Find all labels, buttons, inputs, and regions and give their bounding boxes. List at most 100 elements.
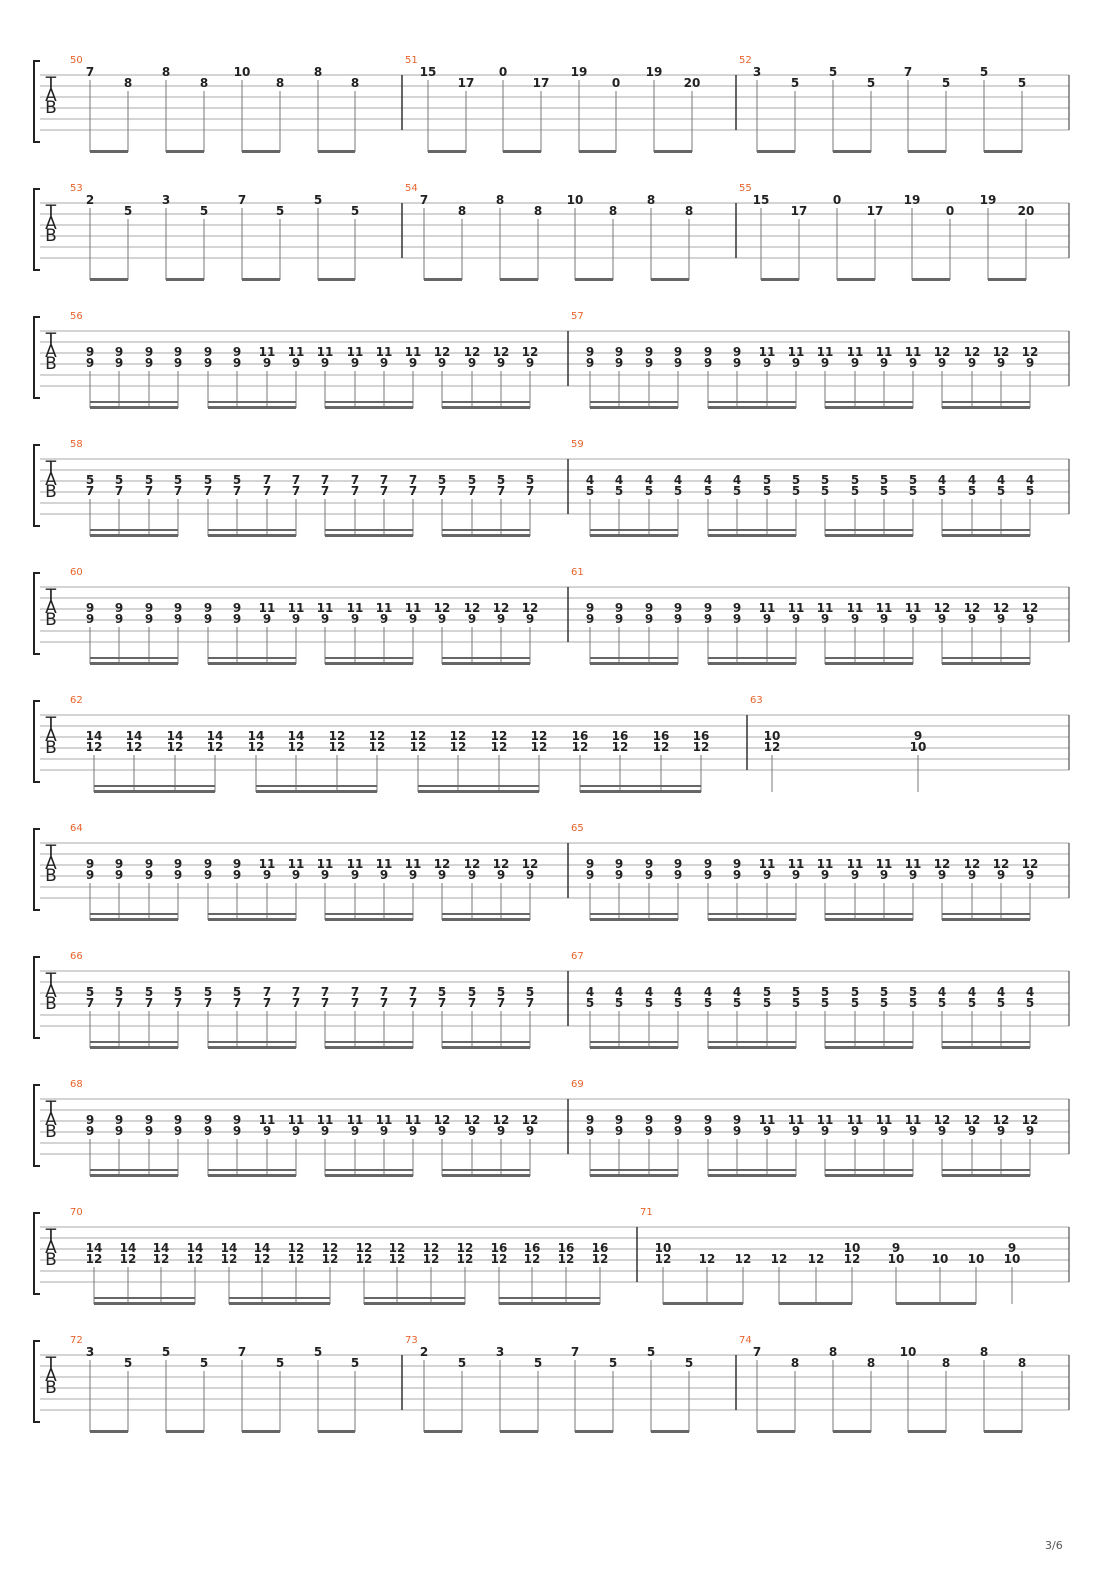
fret-number: 12 [1022, 345, 1039, 359]
fret-number: 11 [847, 1113, 864, 1127]
fret-number: 7 [420, 193, 428, 207]
fret-number: 7 [409, 473, 417, 487]
beam [590, 529, 678, 531]
measure-number: 63 [750, 695, 763, 706]
fret-number: 11 [288, 1113, 305, 1127]
fret-number: 9 [1026, 356, 1034, 370]
fret-number: 5 [124, 1356, 132, 1370]
fret-number: 12 [493, 345, 510, 359]
fret-number: 12 [322, 1241, 339, 1255]
fret-number: 19 [904, 193, 921, 207]
fret-number: 9 [1026, 868, 1034, 882]
tab-clef-letter: B [45, 738, 57, 758]
fret-number: 11 [376, 857, 393, 871]
fret-number: 7 [409, 985, 417, 999]
fret-number: 16 [491, 1241, 508, 1255]
fret-number: 5 [124, 204, 132, 218]
measure-number: 58 [70, 439, 83, 450]
fret-number: 9 [204, 1113, 212, 1127]
fret-number: 9 [351, 612, 359, 626]
fret-number: 9 [909, 612, 917, 626]
fret-number: 11 [759, 857, 776, 871]
fret-number: 9 [733, 345, 741, 359]
tab-clef-letter: T [45, 458, 57, 478]
fret-number: 5 [938, 996, 946, 1010]
fret-number: 9 [792, 868, 800, 882]
fret-number: 9 [938, 356, 946, 370]
fret-number: 7 [86, 484, 94, 498]
fret-number: 8 [942, 1356, 950, 1370]
beam [579, 150, 616, 153]
fret-number: 12 [491, 1252, 508, 1266]
fret-number: 0 [946, 204, 954, 218]
beam [825, 657, 913, 659]
fret-number: 9 [204, 612, 212, 626]
beam [825, 662, 913, 665]
fret-number: 9 [526, 868, 534, 882]
fret-number: 5 [851, 996, 859, 1010]
fret-number: 14 [221, 1241, 238, 1255]
beam [942, 1174, 1030, 1177]
fret-number: 5 [468, 985, 476, 999]
tab-clef-letter: T [45, 330, 57, 350]
fret-number: 10 [844, 1241, 861, 1255]
fret-number: 5 [468, 473, 476, 487]
tab-clef-letter: B [45, 482, 57, 502]
fret-number: 9 [733, 356, 741, 370]
beam [896, 1302, 976, 1305]
fret-number: 4 [997, 473, 1005, 487]
fret-number: 9 [115, 612, 123, 626]
measure-number: 60 [70, 567, 83, 578]
fret-number: 9 [86, 857, 94, 871]
fret-number: 9 [233, 356, 241, 370]
fret-number: 9 [880, 868, 888, 882]
fret-number: 7 [238, 1345, 246, 1359]
fret-number: 5 [674, 996, 682, 1010]
fret-number: 5 [938, 484, 946, 498]
fret-number: 19 [571, 65, 588, 79]
fret-number: 12 [531, 740, 548, 754]
system-bracket [33, 828, 40, 911]
measure-number: 74 [739, 1335, 752, 1346]
tab-clef-letter: T [45, 1098, 57, 1118]
fret-number: 5 [880, 473, 888, 487]
beam [90, 150, 128, 153]
fret-number: 11 [376, 345, 393, 359]
beam [908, 1430, 946, 1433]
fret-number: 9 [586, 857, 594, 871]
fret-number: 9 [704, 345, 712, 359]
fret-number: 12 [187, 1252, 204, 1266]
fret-number: 9 [615, 1124, 623, 1138]
fret-number: 12 [524, 1252, 541, 1266]
fret-number: 9 [615, 345, 623, 359]
fret-number: 4 [938, 473, 946, 487]
measure-number: 65 [571, 823, 584, 834]
fret-number: 5 [115, 985, 123, 999]
tab-system: TAB6899999999999911911911911911911912912… [33, 1079, 1070, 1177]
fret-number: 12 [221, 1252, 238, 1266]
fret-number: 5 [204, 473, 212, 487]
fret-number: 9 [586, 868, 594, 882]
beam [708, 1169, 796, 1171]
fret-number: 7 [292, 484, 300, 498]
fret-number: 5 [821, 996, 829, 1010]
fret-number: 11 [759, 1113, 776, 1127]
fret-number: 9 [86, 612, 94, 626]
fret-number: 11 [347, 1113, 364, 1127]
fret-number: 5 [704, 484, 712, 498]
fret-number: 9 [880, 612, 888, 626]
fret-number: 9 [263, 612, 271, 626]
fret-number: 5 [526, 473, 534, 487]
fret-number: 5 [200, 204, 208, 218]
measure-number: 67 [571, 951, 584, 962]
fret-number: 15 [753, 193, 770, 207]
fret-number: 12 [248, 740, 265, 754]
fret-number: 9 [645, 356, 653, 370]
fret-number: 7 [497, 996, 505, 1010]
fret-number: 7 [497, 484, 505, 498]
fret-number: 9 [86, 1124, 94, 1138]
fret-number: 9 [914, 729, 922, 743]
fret-number: 12 [457, 1252, 474, 1266]
beam [442, 657, 530, 659]
beam [590, 1169, 678, 1171]
